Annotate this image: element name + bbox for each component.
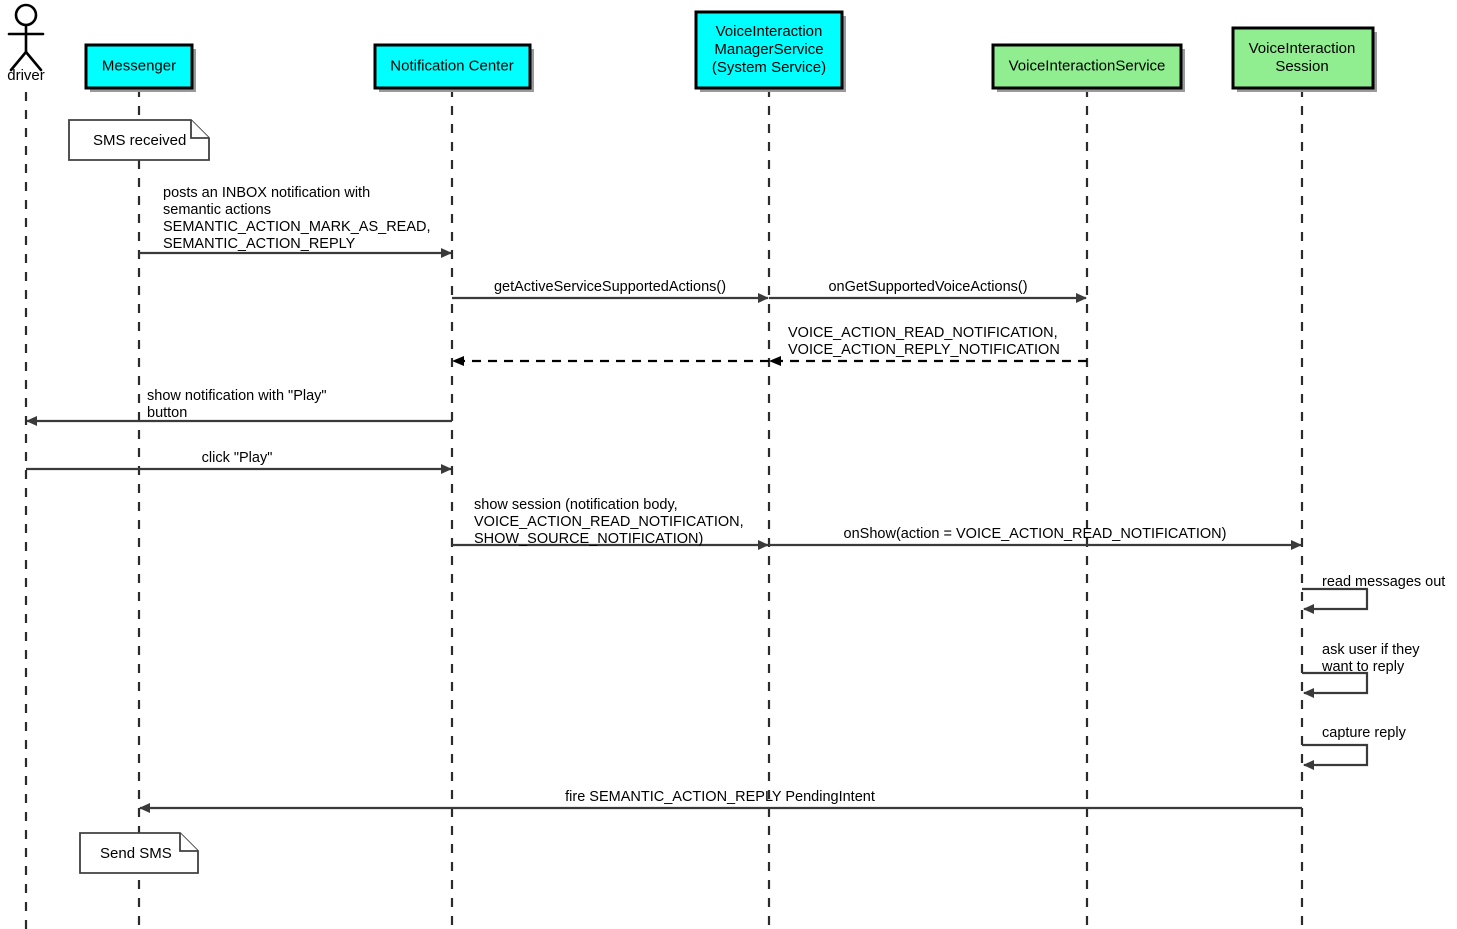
message-label: click "Play" xyxy=(202,450,273,466)
note-fold-corner-icon xyxy=(190,120,209,139)
self-call-label: ask user if they xyxy=(1322,642,1420,658)
msg-on-show[interactable]: onShow(action = VOICE_ACTION_READ_NOTIFI… xyxy=(769,526,1302,550)
participant-box[interactable] xyxy=(694,10,844,90)
selfcall-capture-reply[interactable]: capture reply xyxy=(1302,725,1407,770)
message-label: SEMANTIC_ACTION_REPLY xyxy=(163,236,356,252)
self-call-label: capture reply xyxy=(1322,725,1407,741)
participant-box[interactable] xyxy=(1231,26,1375,90)
note-sms-received[interactable]: SMS received xyxy=(68,119,210,161)
msg-show-notification-with-play-button[interactable]: show notification with "Play"button xyxy=(26,388,452,426)
actor-label: driver xyxy=(7,67,45,84)
participant-label: Messenger xyxy=(102,57,176,74)
self-call-arrow xyxy=(1302,671,1369,698)
participant-box[interactable] xyxy=(373,43,532,90)
participant-box[interactable] xyxy=(991,43,1183,90)
actor-leg-left-icon xyxy=(9,50,28,72)
message-label: VOICE_ACTION_REPLY_NOTIFICATION xyxy=(788,342,1060,358)
selfcall-read-messages-out[interactable]: read messages out xyxy=(1302,574,1445,614)
message-label: SEMANTIC_ACTION_MARK_AS_READ, xyxy=(163,219,431,235)
note-label: SMS received xyxy=(93,132,186,149)
actor-driver[interactable]: driver xyxy=(7,3,45,84)
message-label: semantic actions xyxy=(163,202,271,218)
self-call-label: read messages out xyxy=(1322,574,1445,590)
note-body xyxy=(68,119,210,161)
participant-label: Session xyxy=(1275,58,1328,75)
message-label: show session (notification body, xyxy=(474,497,678,513)
participant-notification-center[interactable]: Notification Center xyxy=(373,43,534,92)
actor-head-icon xyxy=(14,3,38,27)
message-label: onShow(action = VOICE_ACTION_READ_NOTIFI… xyxy=(844,526,1227,542)
messages-layer: posts an INBOX notification withsemantic… xyxy=(26,185,1302,813)
participant-messenger[interactable]: Messenger xyxy=(84,43,196,92)
participant-label: Notification Center xyxy=(390,57,513,74)
msg-post-inbox-notification[interactable]: posts an INBOX notification withsemantic… xyxy=(139,185,452,258)
message-label: button xyxy=(147,405,187,421)
msg-return-voice-actions-to-manager[interactable]: VOICE_ACTION_READ_NOTIFICATION,VOICE_ACT… xyxy=(769,325,1087,366)
message-label: posts an INBOX notification with xyxy=(163,185,370,201)
self-call-label: want to reply xyxy=(1321,659,1405,675)
participant-box[interactable] xyxy=(84,43,194,90)
message-label: getActiveServiceSupportedActions() xyxy=(494,279,726,295)
lifelines-layer xyxy=(24,88,1304,929)
participant-label: (System Service) xyxy=(712,59,826,76)
note-body xyxy=(79,832,199,874)
msg-click-play[interactable]: click "Play" xyxy=(26,450,452,474)
participant-voice-interaction-service[interactable]: VoiceInteractionService xyxy=(991,43,1185,92)
participant-label: VoiceInteractionService xyxy=(1009,57,1166,74)
participants-layer: Messenger Notification Center VoiceInterac… xyxy=(84,10,1377,92)
note-label: Send SMS xyxy=(100,845,172,862)
participant-label: VoiceInteraction xyxy=(1249,40,1356,57)
message-label: fire SEMANTIC_ACTION_REPLY PendingIntent xyxy=(565,789,875,805)
msg-show-session[interactable]: show session (notification body,VOICE_AC… xyxy=(452,497,769,550)
note-send-sms[interactable]: Send SMS xyxy=(79,832,199,874)
self-call-arrow xyxy=(1302,587,1369,614)
message-label: VOICE_ACTION_READ_NOTIFICATION, xyxy=(788,325,1058,341)
message-label: SHOW_SOURCE_NOTIFICATION) xyxy=(474,531,703,547)
participant-label: ManagerService xyxy=(714,41,823,58)
actor-layer: driver xyxy=(7,3,45,84)
message-label: show notification with "Play" xyxy=(147,388,327,404)
msg-get-active-service-supported-actions[interactable]: getActiveServiceSupportedActions() xyxy=(452,279,769,303)
actor-leg-right-icon xyxy=(24,50,43,72)
message-label: VOICE_ACTION_READ_NOTIFICATION, xyxy=(474,514,744,530)
msg-on-get-supported-voice-actions[interactable]: onGetSupportedVoiceActions() xyxy=(769,279,1087,303)
self-call-arrow xyxy=(1302,743,1369,770)
participant-label: VoiceInteraction xyxy=(716,23,823,40)
note-fold-corner-icon xyxy=(179,833,198,852)
message-label: onGetSupportedVoiceActions() xyxy=(828,279,1027,295)
msg-fire-semantic-action-reply-pending-intent[interactable]: fire SEMANTIC_ACTION_REPLY PendingIntent xyxy=(139,789,1302,813)
